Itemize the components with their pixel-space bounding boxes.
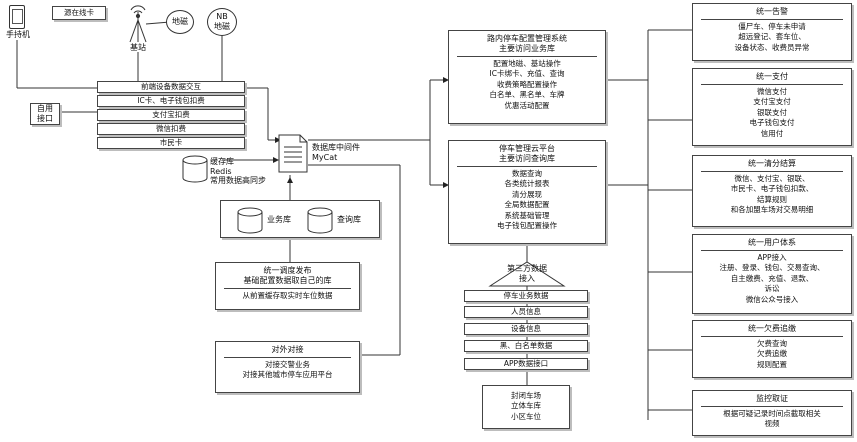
front-stack-3: 微信扣费 (97, 123, 245, 135)
panel-arrears: 统一欠费追缴 欠费查询 欠费追缴 规则配置 (692, 320, 852, 378)
geomagnetic-sensor: 地磁 (166, 10, 194, 34)
cloud-line-5: 电子钱包配置操作 (497, 221, 557, 231)
query-db-label: 查询库 (337, 215, 361, 224)
front-stack-2: 支付宝扣费 (97, 109, 245, 121)
cloud-line-3: 全局数据配置 (504, 200, 550, 210)
business-db-icon (237, 207, 263, 234)
base-station-label: 基站 (130, 43, 146, 52)
closed-lot-line-0: 封闭车场 (511, 391, 541, 400)
front-stack-4: 市民卡 (97, 137, 245, 149)
cloud-line-4: 系统基础管理 (504, 210, 550, 220)
panel-monitoring: 监控取证 根据可疑记录时间点截取相关 视频 (692, 390, 852, 436)
middleware-label: 数据库中间件 MyCat (312, 143, 360, 162)
parking-mgmt-line-2: 收费策略配置操作 (497, 79, 557, 89)
closed-lot-line-2: 小区车位 (511, 411, 541, 421)
cloud-line-1: 各类统计报表 (504, 179, 550, 189)
external-line-1: 对接其他城市停车应用平台 (242, 370, 333, 380)
cloud-line-2: 清分展现 (512, 189, 542, 199)
external-title: 对外对接 (271, 345, 304, 354)
cloud-line-0: 数据查询 (512, 169, 542, 178)
cloud-platform: 停车管理云平台 主要访问查询库 数据查询 各类统计报表 清分展现 全局数据配置 … (448, 140, 606, 244)
cloud-platform-title: 停车管理云平台 主要访问查询库 (499, 144, 555, 163)
business-db-label: 业务库 (267, 215, 291, 224)
parking-mgmt-line-1: IC卡绑卡、充值、查询 (489, 69, 565, 79)
parking-mgmt-line-4: 优惠活动配置 (504, 100, 550, 110)
query-db-icon (307, 207, 333, 234)
parking-mgmt-line-0: 配置地磁、基站操作 (493, 59, 561, 68)
self-use-port: 自用 接口 (30, 103, 60, 125)
front-stack-1: IC卡、电子钱包扣费 (97, 95, 245, 107)
front-stack-0: 前端设备数据交互 (97, 81, 245, 93)
nb-geomagnetic-sensor: NB 地磁 (207, 8, 237, 36)
panel-settlement: 统一清分结算 微信、支付宝、银联、 市民卡、电子钱包扣款、 结算规则 和各加盟车… (692, 155, 852, 227)
third-party-label: 第三方数据 接入 (507, 264, 547, 283)
third-party-item-2: 设备信息 (464, 323, 588, 335)
phone-label: 手持机 (6, 30, 30, 39)
dispatch-title: 统一调度发布 基础配置数据取自己的库 (243, 266, 332, 285)
external-box: 对外对接 对接交警业务 对接其他城市停车应用平台 (215, 341, 360, 393)
parking-mgmt-line-3: 白名单、黑名单、车牌 (489, 90, 565, 100)
third-party-item-3: 黑、白名单数据 (464, 340, 588, 352)
online-card-box: 源在线卡 (52, 6, 106, 20)
database-group: 业务库 查询库 (220, 200, 380, 238)
phone-icon (12, 9, 23, 24)
third-party-item-1: 人员信息 (464, 306, 588, 318)
closed-lot-line-1: 立体车库 (511, 401, 541, 411)
third-party-item-0: 停车业务数据 (464, 290, 588, 302)
closed-lots-box: 封闭车场 立体车库 小区车位 (482, 385, 570, 429)
dispatch-box: 统一调度发布 基础配置数据取自己的库 从前置缓存取实时车位数据 (215, 262, 360, 310)
handheld-terminal (9, 5, 25, 29)
external-line-0: 对接交警业务 (265, 360, 310, 369)
third-party-item-4: APP数据接口 (464, 358, 588, 370)
panel-payment: 统一支付 微信支付 支付宝支付 银联支付 电子钱包支付 信用付 (692, 68, 852, 146)
parking-mgmt-title: 路内停车配置管理系统 主要访问业务库 (487, 34, 567, 53)
panel-alarm: 统一告警 僵尸车、停车未申请 超远登记、套车位、 设备状态、收费员异常 (692, 3, 852, 61)
parking-mgmt-system: 路内停车配置管理系统 主要访问业务库 配置地磁、基站操作 IC卡绑卡、充值、查询… (448, 30, 606, 124)
dispatch-line: 从前置缓存取实时车位数据 (242, 291, 333, 300)
cache-label: 缓存库 Redis 常用数据高同步 (210, 157, 266, 185)
panel-user-system: 统一用户体系 APP接入 注册、登录、钱包、交易查询、 自主缴费、充值、退款、 … (692, 234, 852, 314)
